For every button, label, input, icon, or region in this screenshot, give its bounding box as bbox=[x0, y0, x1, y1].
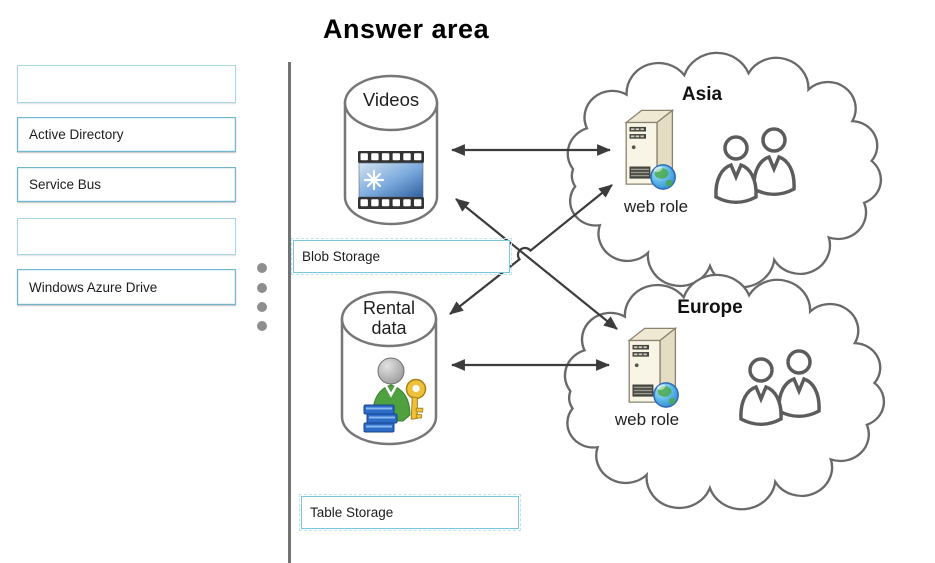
vertical-divider bbox=[288, 62, 291, 563]
filmstrip-icon bbox=[358, 151, 424, 209]
europe-cloud-title: Europe bbox=[677, 297, 743, 318]
slot-label: Blob Storage bbox=[302, 249, 381, 264]
videos-cylinder-label: Videos bbox=[362, 89, 420, 110]
europe-web-role-label: web role bbox=[614, 410, 680, 429]
ellipsis-dot bbox=[257, 321, 267, 331]
page-title: Answer area bbox=[323, 14, 490, 44]
arrow-rental-asia bbox=[449, 184, 613, 315]
rental-label-line1: Rental bbox=[362, 298, 416, 318]
ellipsis-dot bbox=[257, 263, 267, 273]
option-label: Service Bus bbox=[29, 177, 102, 192]
person-key-icon bbox=[363, 357, 427, 433]
option-box-windows-azure-drive[interactable]: Windows Azure Drive bbox=[17, 269, 236, 305]
option-label: Active Directory bbox=[29, 127, 124, 142]
ellipsis-dot bbox=[257, 283, 267, 293]
option-box-service-bus[interactable]: Service Bus bbox=[17, 167, 236, 202]
europe-server-icon bbox=[628, 327, 679, 408]
option-box-empty-1[interactable] bbox=[17, 65, 236, 103]
option-box-empty-2[interactable] bbox=[17, 218, 236, 255]
blob-storage-slot[interactable]: Blob Storage bbox=[291, 238, 512, 275]
asia-server-icon bbox=[625, 109, 676, 190]
asia-cloud-title: Asia bbox=[681, 84, 723, 105]
asia-web-role-label: web role bbox=[623, 197, 689, 216]
table-storage-slot[interactable]: Table Storage bbox=[299, 494, 521, 531]
ellipsis-dot bbox=[257, 302, 267, 312]
option-label: Windows Azure Drive bbox=[29, 279, 158, 295]
rental-label-line2: data bbox=[371, 318, 407, 338]
slot-label: Table Storage bbox=[310, 505, 394, 520]
option-box-active-directory[interactable]: Active Directory bbox=[17, 117, 236, 152]
